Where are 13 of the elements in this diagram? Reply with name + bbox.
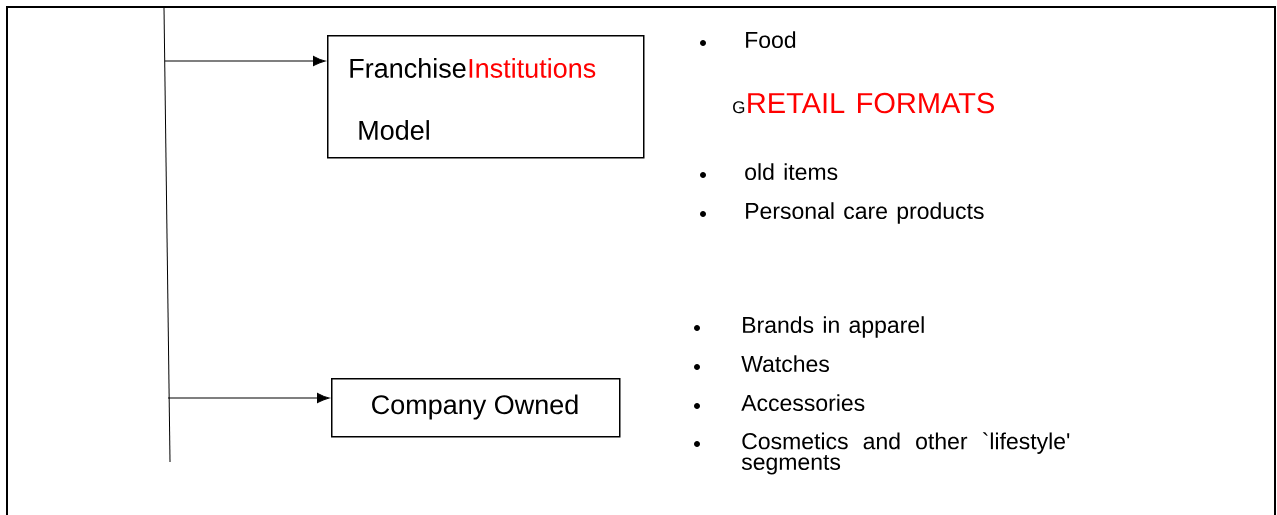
- list-item: Watches: [741, 355, 829, 373]
- list-item: Accessories: [741, 394, 865, 412]
- process-box: Company Owned: [331, 378, 621, 438]
- list-item: Cosmetics and other `lifestyle' segments: [741, 432, 1070, 475]
- arrow: [167, 392, 330, 404]
- list-item: Personal care products: [746, 202, 984, 224]
- list-item: Food: [746, 31, 796, 49]
- heading: RETAIL FORMATS: [748, 92, 994, 114]
- list-item: G: [733, 101, 745, 114]
- list-item: old items: [745, 163, 838, 181]
- process-box: FranchiseInstitutions Model: [327, 35, 645, 159]
- arrow: [164, 55, 326, 67]
- list-item: Brands in apparel: [743, 316, 924, 338]
